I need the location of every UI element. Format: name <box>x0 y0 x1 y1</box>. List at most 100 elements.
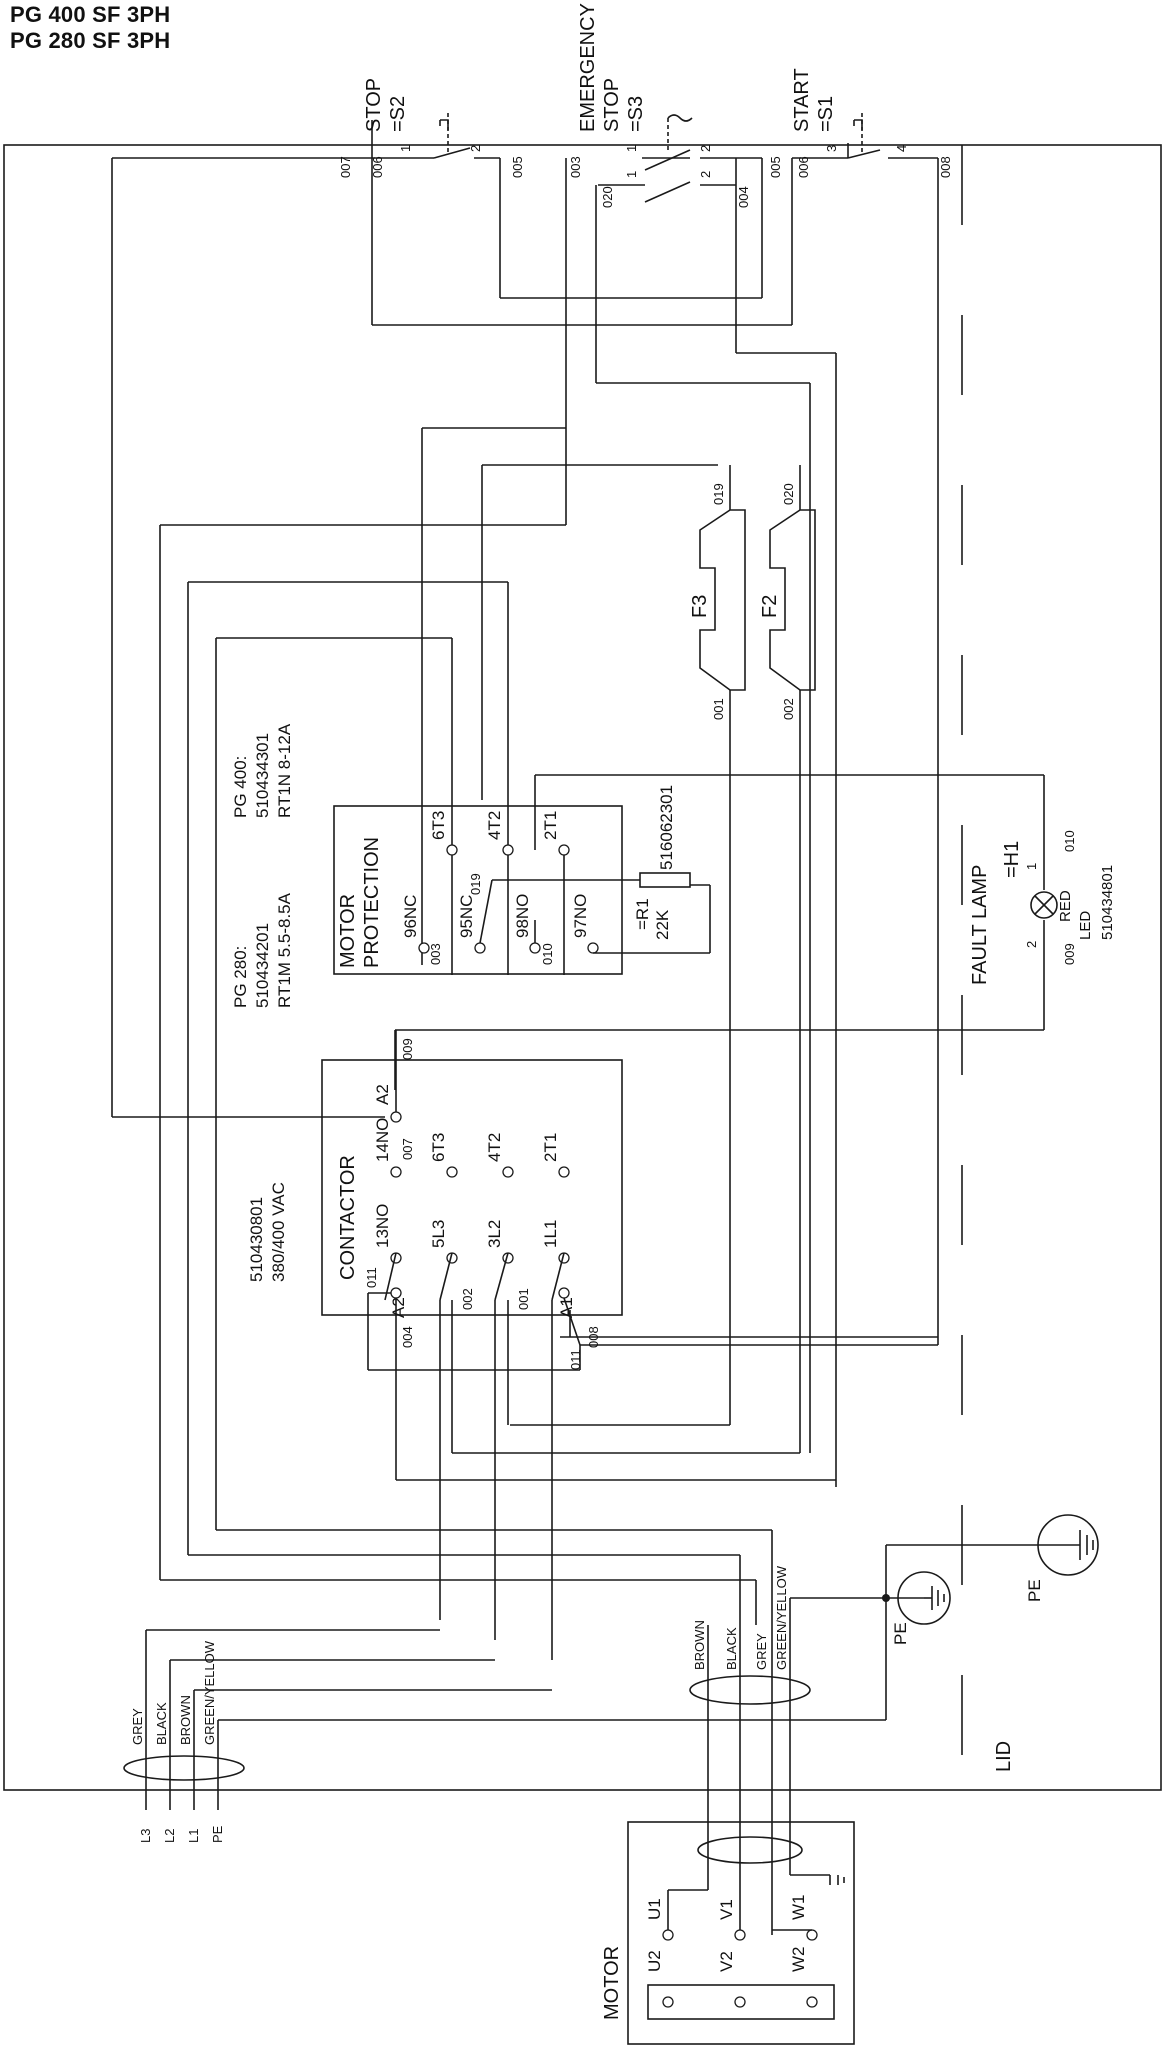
earth-pe-body: PE <box>891 1571 951 1645</box>
svg-text:002: 002 <box>460 1288 475 1310</box>
svg-text:510430801: 510430801 <box>247 1197 266 1282</box>
svg-text:005: 005 <box>510 156 525 178</box>
svg-text:96NC: 96NC <box>401 895 420 938</box>
estop-label-2: STOP <box>601 78 623 132</box>
svg-text:008: 008 <box>938 156 953 178</box>
svg-text:001: 001 <box>516 1288 531 1310</box>
start-pin-4: 4 <box>894 145 909 152</box>
svg-text:PG 400:: PG 400: <box>231 756 250 818</box>
svg-text:BLACK: BLACK <box>724 1627 739 1670</box>
svg-text:020: 020 <box>600 186 615 208</box>
svg-text:U2: U2 <box>645 1950 664 1972</box>
svg-text:LED: LED <box>1077 911 1094 940</box>
svg-text:020: 020 <box>781 483 796 505</box>
svg-text:L3: L3 <box>138 1829 153 1843</box>
svg-text:RT1M 5.5-8.5A: RT1M 5.5-8.5A <box>275 892 294 1008</box>
svg-text:003: 003 <box>428 943 443 965</box>
svg-text:GREY: GREY <box>130 1708 145 1745</box>
start-label: START <box>791 68 813 132</box>
supply-cable-left: GREY BLACK BROWN GREEN/YELLOW L3 L2 L1 P… <box>123 1629 886 1843</box>
enclosure-border <box>3 144 1162 1791</box>
svg-text:6T3: 6T3 <box>429 811 448 840</box>
svg-text:W1: W1 <box>789 1895 808 1921</box>
svg-text:A2: A2 <box>373 1084 392 1105</box>
svg-text:95NC: 95NC <box>457 895 476 938</box>
svg-text:380/400 VAC: 380/400 VAC <box>269 1182 288 1282</box>
svg-text:009: 009 <box>400 1038 415 1060</box>
svg-text:CONTACTOR: CONTACTOR <box>337 1155 359 1280</box>
svg-text:14NO: 14NO <box>373 1118 392 1162</box>
svg-text:6T3: 6T3 <box>429 1133 448 1162</box>
fault-lamp-h1: FAULT LAMP =H1 1 2 RED LED 510434801 010… <box>969 830 1116 985</box>
svg-text:GREEN/YELLOW: GREEN/YELLOW <box>774 1565 789 1670</box>
svg-text:510434201: 510434201 <box>253 923 272 1008</box>
svg-text:22K: 22K <box>653 909 672 940</box>
svg-text:011: 011 <box>364 1267 379 1288</box>
stop-pin-1: 1 <box>398 145 413 152</box>
svg-text:F3: F3 <box>689 595 711 618</box>
start-pin-3: 3 <box>824 145 839 152</box>
stop-label: STOP <box>363 78 385 132</box>
svg-text:L2: L2 <box>162 1829 177 1843</box>
start-id: =S1 <box>815 96 837 132</box>
svg-text:008: 008 <box>586 1326 601 1348</box>
svg-text:FAULT LAMP: FAULT LAMP <box>969 865 991 985</box>
supply-wiring <box>159 428 1045 1625</box>
svg-text:007: 007 <box>400 1138 415 1160</box>
fuse-f3: F3 019 001 <box>481 464 746 1426</box>
svg-text:MOTOR: MOTOR <box>601 1946 623 2020</box>
svg-text:97NO: 97NO <box>571 894 590 938</box>
svg-text:MOTOR: MOTOR <box>337 894 359 968</box>
svg-text:2T1: 2T1 <box>541 811 560 840</box>
model-title-2: PG 280 SF 3PH <box>10 28 171 53</box>
motor: MOTOR U1 V1 W1 U2 V2 W2 <box>601 1821 855 2045</box>
svg-text:3L2: 3L2 <box>485 1220 504 1248</box>
svg-text:510434801: 510434801 <box>1099 865 1116 940</box>
svg-text:001: 001 <box>711 698 726 720</box>
resistor-r1: =R1 22K 516062301 <box>633 785 691 940</box>
lid-label: LID <box>993 1741 1015 1772</box>
svg-text:2: 2 <box>1024 941 1039 948</box>
svg-text:=H1: =H1 <box>1001 841 1023 878</box>
svg-text:GREEN/YELLOW: GREEN/YELLOW <box>202 1640 217 1745</box>
svg-text:007: 007 <box>338 156 353 178</box>
estop-pin-2: 2 <box>698 145 713 152</box>
top-wire-numbers: 007 006 005 003 020 004 005 006 008 <box>338 156 953 208</box>
svg-text:1: 1 <box>1024 863 1039 870</box>
svg-text:1L1: 1L1 <box>541 1220 560 1248</box>
svg-text:4T2: 4T2 <box>485 1133 504 1162</box>
estop-label-1: EMERGENCY <box>577 3 599 132</box>
svg-text:F2: F2 <box>759 595 781 618</box>
svg-text:BLACK: BLACK <box>154 1702 169 1745</box>
stop-id: =S2 <box>387 96 409 132</box>
contactor: CONTACTOR 510430801 380/400 VAC A2 14NO … <box>247 1030 836 1660</box>
start-switch-s1: 3 4 START =S1 <box>791 68 938 159</box>
svg-text:V2: V2 <box>717 1951 736 1972</box>
motor-protection: MOTOR PROTECTION 96NC 95NC 98NO 97NO 6T3… <box>333 805 711 975</box>
svg-text:4T2: 4T2 <box>485 811 504 840</box>
svg-text:005: 005 <box>768 156 783 178</box>
svg-text:019: 019 <box>468 873 483 895</box>
stop-switch-s2: 1 2 STOP =S2 <box>363 78 500 159</box>
estop-id: =S3 <box>625 96 647 132</box>
svg-text:006: 006 <box>370 156 385 178</box>
top-wiring <box>111 120 939 1487</box>
svg-text:L1: L1 <box>186 1829 201 1843</box>
svg-text:003: 003 <box>568 156 583 178</box>
emergency-stop-switch-s3: 1 2 1 2 EMERGENCY STOP =S3 <box>577 3 762 203</box>
diagram-header: PG 400 SF 3PH PG 280 SF 3PH <box>10 2 170 54</box>
stop-pin-2: 2 <box>468 145 483 152</box>
svg-text:004: 004 <box>400 1326 415 1348</box>
svg-text:PROTECTION: PROTECTION <box>361 837 383 968</box>
svg-text:V1: V1 <box>717 1899 736 1920</box>
svg-text:GREY: GREY <box>754 1633 769 1670</box>
model-title-1: PG 400 SF 3PH <box>10 2 171 27</box>
fuse-f2: F2 020 002 <box>452 465 816 1454</box>
svg-text:006: 006 <box>796 156 811 178</box>
svg-text:PG 280:: PG 280: <box>231 946 250 1008</box>
svg-text:516062301: 516062301 <box>657 785 676 870</box>
svg-text:=R1: =R1 <box>633 898 652 930</box>
svg-text:98NO: 98NO <box>513 894 532 938</box>
svg-text:BROWN: BROWN <box>692 1620 707 1670</box>
svg-text:019: 019 <box>711 483 726 505</box>
